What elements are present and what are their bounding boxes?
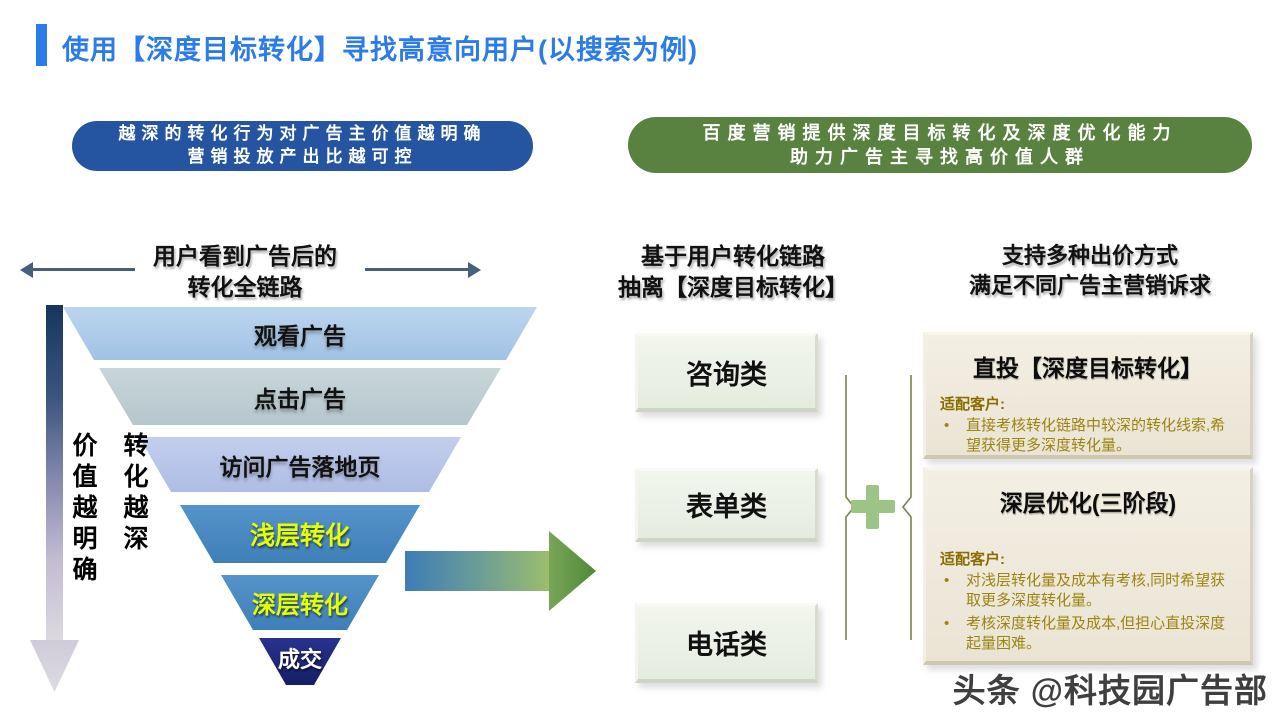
category-box-phone: 电话类 (635, 603, 818, 683)
right-header-line2: 满足不同广告主营销诉求 (968, 272, 1211, 298)
middle-header-line2: 抽离【深度目标转化】 (618, 274, 848, 301)
banner-left-line2: 营销投放产出比越可控 (187, 147, 418, 166)
funnel-layer-visit-landing-page: 访问广告落地页 (139, 437, 461, 492)
bullet-text: 对浅层转化量及成本有考核,同时希望获取更多深度转化量。 (966, 572, 1226, 610)
card-direct-bid: 直投【深度目标转化】 适配客户: • 直接考核转化链路中较深的转化线索,希望获得… (923, 332, 1253, 459)
left-arrow-line (32, 268, 135, 271)
bullet-item: • 对浅层转化量及成本有考核,同时希望获取更多深度转化量。 (940, 571, 1236, 612)
card-title: 直投【深度目标转化】 (973, 355, 1203, 381)
bullet-item: • 考核深度转化量及成本,但担心直投深度起量困难。 (940, 614, 1236, 655)
bullet-text: 直接考核转化链路中较深的转化线索,希望获得更多深度转化量。 (966, 417, 1226, 455)
funnel-header-line2: 转化全链路 (187, 274, 303, 301)
page-title: 使用【深度目标转化】寻找高意向用户(以搜索为例) (62, 35, 698, 65)
funnel-column-header: 用户看到广告后的 转化全链路 (125, 241, 365, 303)
right-arrow-icon (468, 262, 481, 278)
right-column-header: 支持多种出价方式 满足不同广告主营销诉求 (920, 241, 1260, 300)
banner-right-line1: 百度营销提供深度目标转化及深度优化能力 (702, 122, 1178, 143)
category-box-form: 表单类 (635, 468, 818, 542)
right-arrow-line (365, 268, 468, 271)
funnel-layer-shallow-conversion: 浅层转化 (180, 505, 420, 563)
banner-left-line1: 越深的转化行为对广告主价值越明确 (118, 124, 487, 144)
right-header-line1: 支持多种出价方式 (1001, 243, 1178, 268)
transition-arrow-head-icon (549, 531, 596, 611)
bullet-text: 考核深度转化量及成本,但担心直投深度起量困难。 (966, 614, 1226, 652)
plus-icon (866, 485, 879, 529)
bullet-dot: • (944, 614, 950, 632)
funnel-header-line1: 用户看到广告后的 (153, 243, 337, 269)
card-subtitle: 适配客户: (940, 551, 1005, 568)
category-box-consult: 咨询类 (635, 333, 818, 412)
card-subtitle: 适配客户: (940, 396, 1005, 413)
depth-side-label-top: 转化越深 (120, 432, 148, 556)
depth-side-label: 转化越深 价值越明确 (69, 432, 148, 694)
title-accent-bar (36, 24, 47, 66)
banner-right: 百度营销提供深度目标转化及深度优化能力 助力广告主寻找高价值人群 (628, 117, 1252, 173)
bullet-dot: • (944, 572, 950, 589)
depth-side-label-bottom: 价值越明确 (69, 432, 97, 587)
banner-right-line2: 助力广告主寻找高价值人群 (790, 147, 1090, 167)
left-arrow-icon (20, 262, 33, 278)
funnel-layer-view-ad: 观看广告 (63, 307, 537, 360)
banner-left: 越深的转化行为对广告主价值越明确 营销投放产出比越可控 (72, 121, 533, 171)
bullet-item: • 直接考核转化链路中较深的转化线索,希望获得更多深度转化量。 (940, 416, 1236, 457)
bullet-dot: • (944, 417, 950, 434)
card-title: 深层优化(三阶段) (999, 490, 1177, 516)
watermark: 头条 @科技园广告部 (952, 672, 1268, 709)
middle-column-header: 基于用户转化链路 抽离【深度目标转化】 (593, 241, 873, 303)
funnel-layer-click-ad: 点击广告 (99, 368, 501, 425)
middle-header-line1: 基于用户转化链路 (641, 243, 825, 269)
transition-arrow-body (405, 551, 551, 591)
funnel-layer-deep-conversion: 深层转化 (221, 575, 379, 630)
funnel-layer-deal: 成交 (259, 638, 341, 685)
depth-arrow-bar (46, 305, 63, 640)
card-deep-optimization: 深层优化(三阶段) 适配客户: • 对浅层转化量及成本有考核,同时希望获取更多深… (923, 467, 1253, 665)
